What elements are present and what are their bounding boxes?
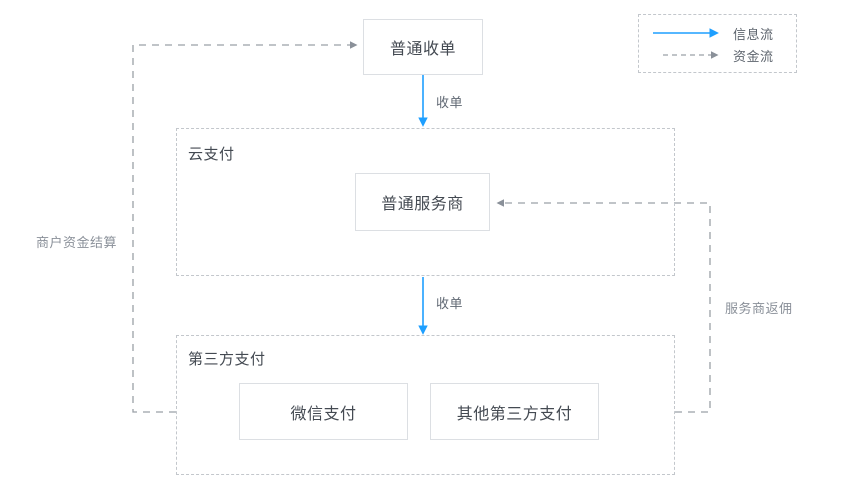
edge-label-acquiring-to-cloud: 收单 [433,92,467,111]
group-third-party-pay-label: 第三方支付 [188,351,266,368]
node-wechat-pay[interactable]: 微信支付 [239,383,408,440]
group-cloud-pay-label: 云支付 [188,146,235,163]
node-ordinary-service-provider-label: 普通服务商 [381,196,464,213]
node-other-third-party-pay[interactable]: 其他第三方支付 [430,383,599,440]
fund-flow-arrow-icon [651,48,725,62]
legend-label-info-flow: 信息流 [733,26,774,42]
group-cloud-pay [176,128,675,276]
legend-item-info-flow: 信息流 [651,24,774,42]
edge-label-cloud-to-third-party: 收单 [433,293,467,312]
group-third-party-pay [176,335,675,475]
legend-item-fund-flow: 资金流 [651,46,774,64]
node-ordinary-acquiring[interactable]: 普通收单 [363,19,483,75]
info-flow-arrow-icon [651,26,725,40]
node-other-third-party-pay-label: 其他第三方支付 [456,405,573,423]
edge-label-provider-rebate: 服务商返佣 [722,296,796,319]
edge-label-merchant-settlement: 商户资金结算 [33,230,121,253]
legend: 信息流 资金流 [638,14,797,73]
node-ordinary-service-provider[interactable]: 普通服务商 [355,173,490,231]
legend-label-fund-flow: 资金流 [733,48,774,64]
node-ordinary-acquiring-label: 普通收单 [389,41,456,58]
node-wechat-pay-label: 微信支付 [290,405,357,423]
